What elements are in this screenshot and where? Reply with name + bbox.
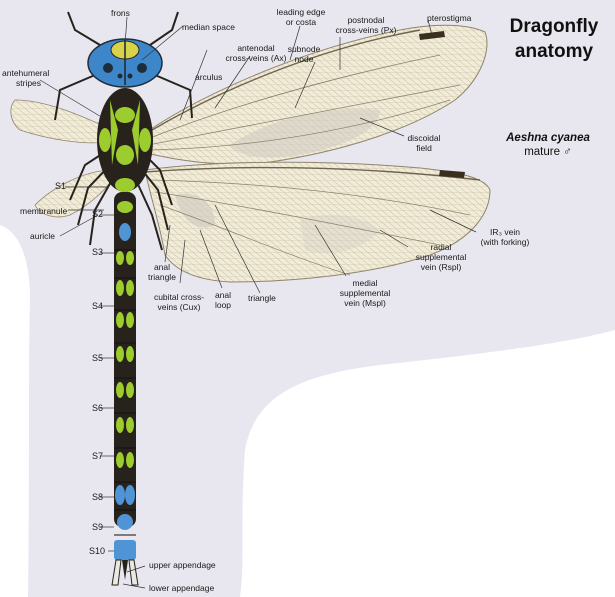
diagram-title: Dragonfly anatomy (498, 14, 610, 64)
abdomen (114, 192, 136, 560)
label-pterostigma: pterostigma (427, 13, 472, 23)
segment-label-s2: S2 (92, 209, 104, 219)
species-stage: mature ♂ (524, 146, 572, 158)
antennae (54, 11, 193, 121)
label-triangle: triangle (248, 293, 276, 303)
left-forewing (10, 99, 109, 144)
label-upper-appendage: upper appendage (149, 560, 216, 570)
label-median-space: median space (182, 22, 235, 32)
segment-label-s9: S9 (92, 522, 104, 532)
anal-appendages (111, 559, 139, 586)
leader-lines (39, 16, 477, 589)
segment-label-s8: S8 (92, 492, 104, 502)
title-line-1: Dragonfly (509, 16, 599, 37)
label-cubital-cross-veins: cubital cross-veins (Cux) (153, 292, 205, 312)
hindwing-pterostigma (439, 170, 465, 178)
title-line-2: anatomy (514, 41, 594, 62)
label-membranule: membranule (20, 206, 68, 216)
thorax (97, 88, 153, 192)
segment-label-s10: S10 (89, 546, 106, 556)
label-arculus: arculus (195, 72, 223, 82)
segment-label-s1: S1 (55, 181, 67, 191)
label-lower-appendage: lower appendage (149, 583, 215, 593)
label-ir3-vein: IR₃ vein(with forking) (480, 227, 530, 247)
segment-label-s4: S4 (92, 301, 104, 311)
species-caption: Aeshna cyanea mature ♂ (498, 131, 598, 159)
right-hindwing (144, 161, 491, 283)
segment-label-s5: S5 (92, 353, 104, 363)
segment-label-s6: S6 (92, 403, 104, 413)
label-frons: frons (111, 8, 130, 18)
right-forewing (141, 24, 488, 165)
forewing-pterostigma (419, 31, 445, 40)
head (87, 38, 163, 88)
segment-label-s7: S7 (92, 451, 104, 461)
label-auricle: auricle (30, 231, 56, 241)
species-name: Aeshna cyanea (506, 132, 590, 144)
segment-label-s3: S3 (92, 247, 104, 257)
